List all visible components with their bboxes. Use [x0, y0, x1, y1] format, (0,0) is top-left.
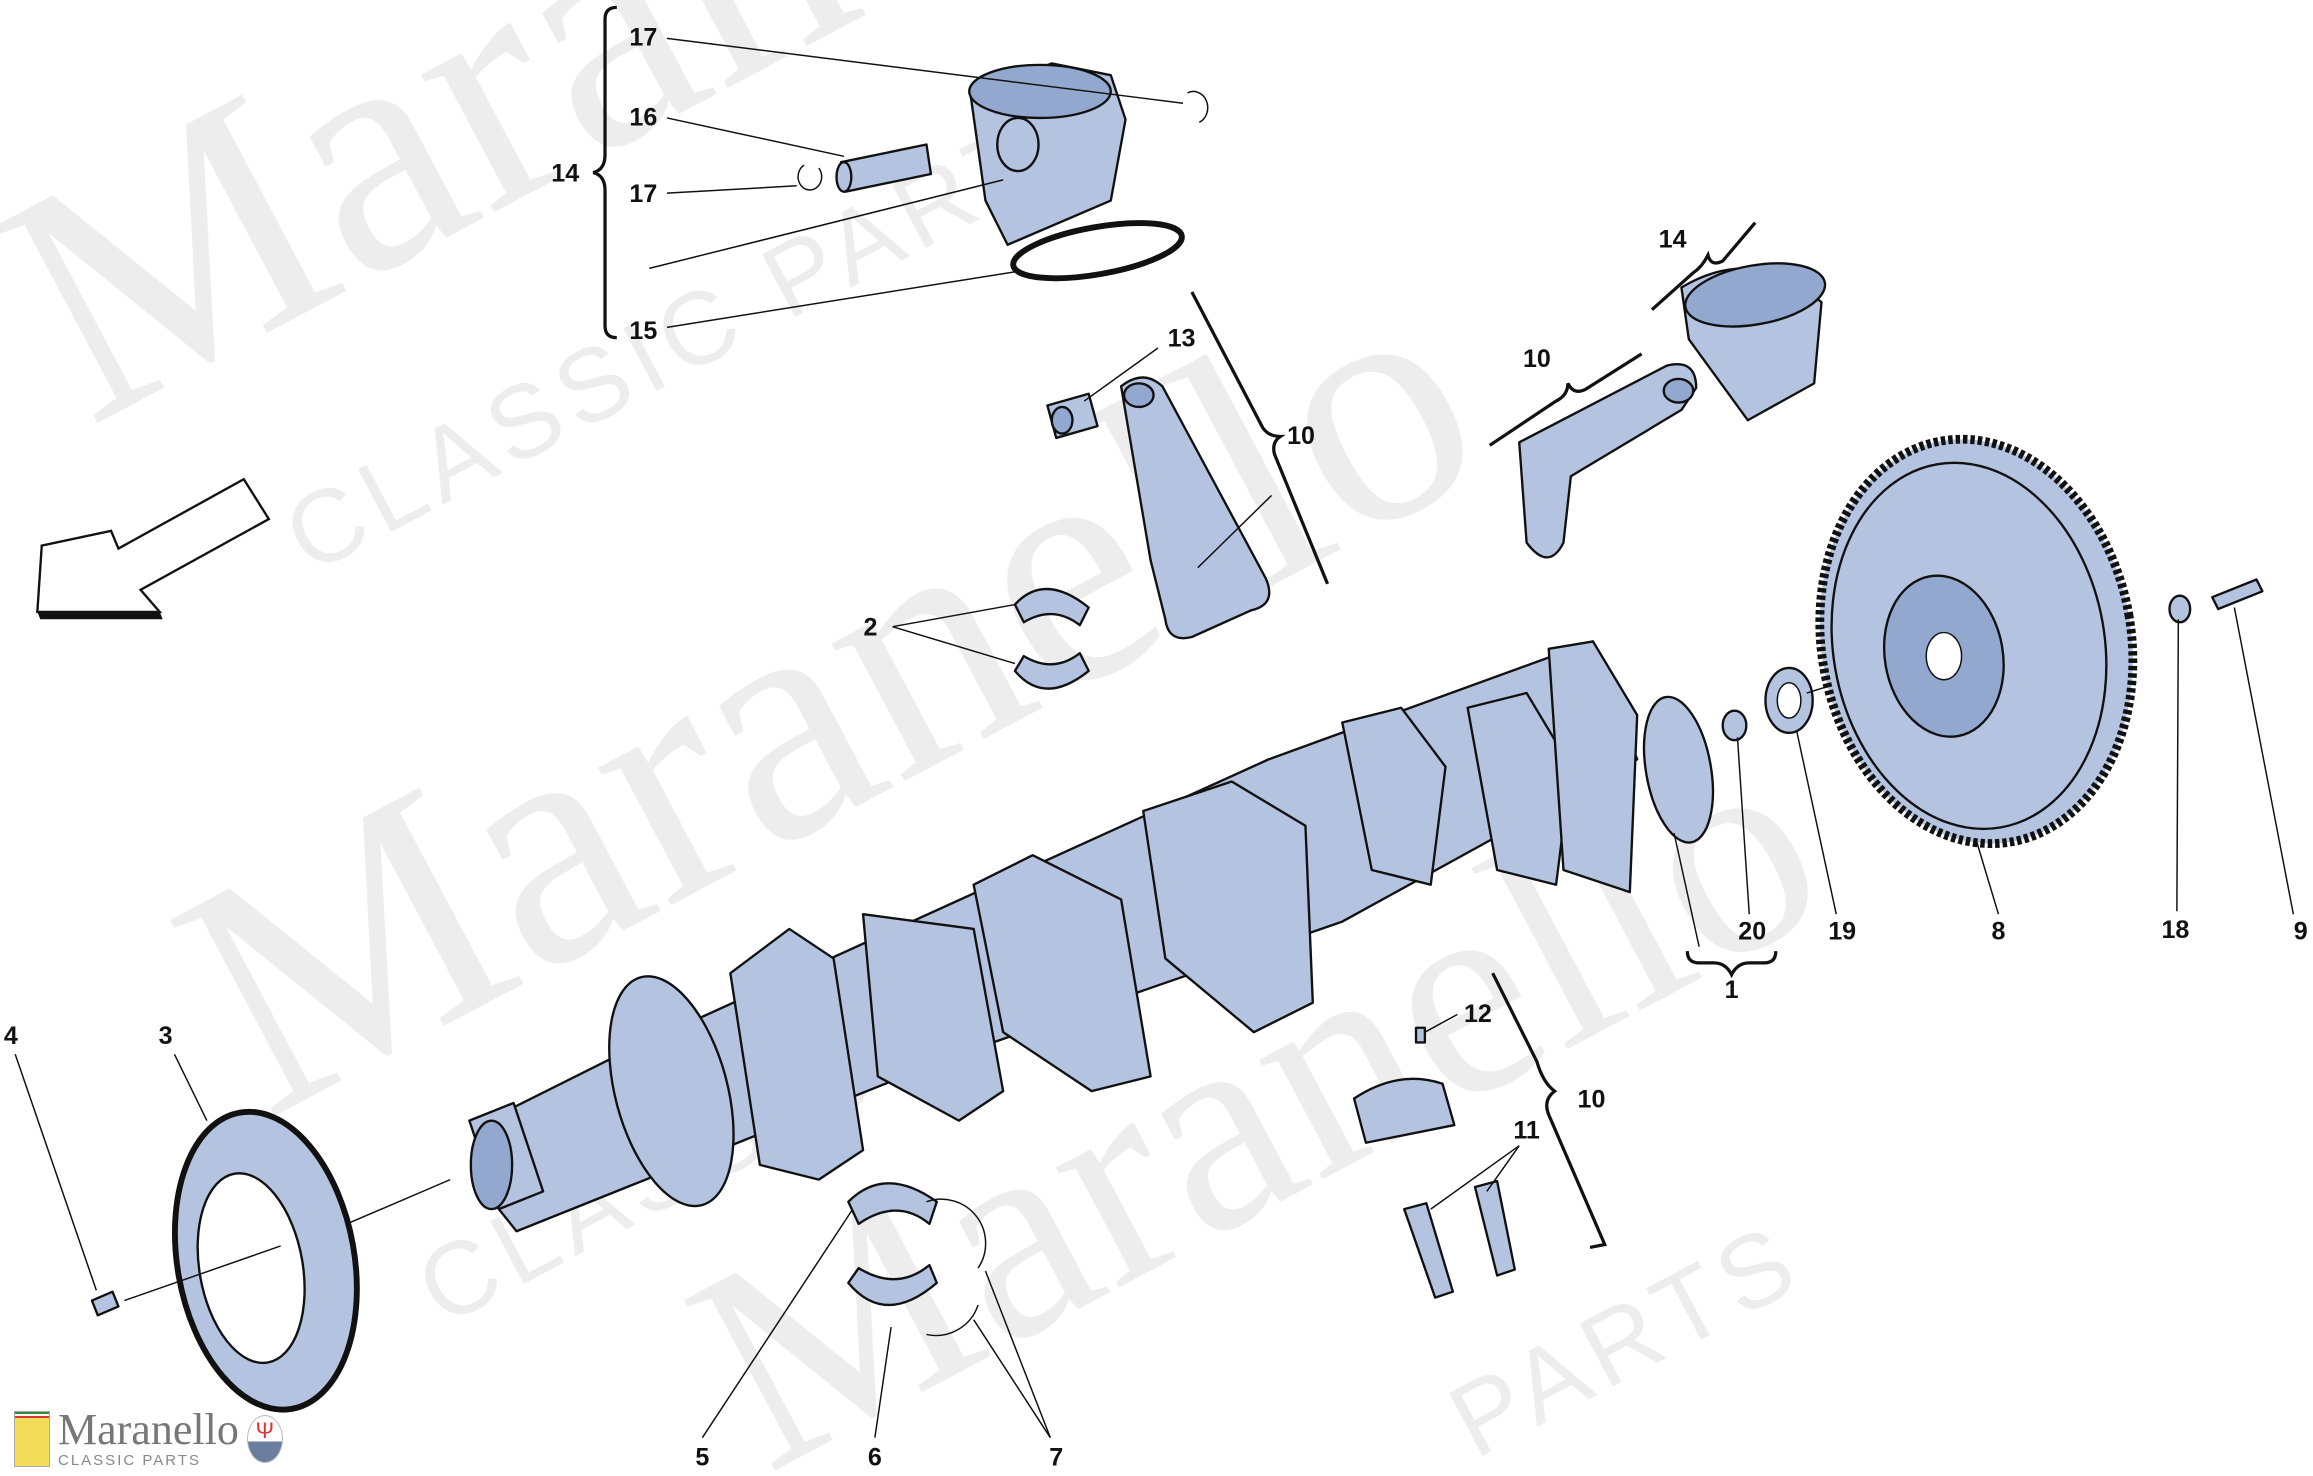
logo-name: Maranello [58, 1405, 239, 1454]
maranello-logo: Maranello CLASSIC PARTS Ψ [14, 1408, 283, 1469]
ferrari-shield-icon [14, 1410, 50, 1467]
piston-rod-assembly [1488, 221, 1827, 559]
callout-3: 3 [159, 1022, 173, 1050]
maserati-trident-icon: Ψ [246, 1414, 283, 1463]
callout-17: 17 [629, 24, 657, 52]
connecting-rod [1046, 291, 1330, 640]
callout-6: 6 [868, 1444, 882, 1472]
piston-assembly [592, 5, 1209, 340]
callout-5: 5 [695, 1444, 709, 1472]
callout-2: 2 [863, 614, 877, 642]
callout-7: 7 [1049, 1444, 1063, 1472]
callout-14: 14 [1659, 226, 1687, 254]
direction-arrow [36, 477, 271, 620]
callout-10: 10 [1287, 422, 1315, 450]
callout-8: 8 [1991, 917, 2005, 945]
bearing-shells [892, 587, 1090, 690]
flywheel [1815, 434, 2295, 915]
callout-18: 18 [2161, 916, 2189, 944]
callout-13: 13 [1168, 325, 1196, 353]
callout-19: 19 [1828, 917, 1856, 945]
callout-labels: 17 16 17 14 15 13 10 14 10 2 12 10 11 20… [4, 24, 2308, 1472]
callout-16: 16 [629, 103, 657, 131]
callout-10: 10 [1578, 1085, 1606, 1113]
rod-cap-group [1352, 972, 1608, 1299]
callout-14: 14 [551, 159, 579, 187]
logo-subtitle: CLASSIC PARTS [58, 1452, 201, 1469]
callout-20: 20 [1738, 917, 1766, 945]
callout-15: 15 [629, 317, 657, 345]
crankshaft [468, 640, 1715, 1233]
callout-11: 11 [1513, 1116, 1540, 1144]
callout-12: 12 [1464, 1000, 1492, 1028]
callout-9: 9 [2294, 917, 2308, 945]
callout-4: 4 [4, 1022, 18, 1050]
callout-1: 1 [1725, 976, 1739, 1004]
main-bearings [701, 1182, 1052, 1439]
damper-pulley [14, 1053, 451, 1413]
callout-10: 10 [1523, 345, 1551, 373]
callout-17: 17 [629, 180, 657, 208]
